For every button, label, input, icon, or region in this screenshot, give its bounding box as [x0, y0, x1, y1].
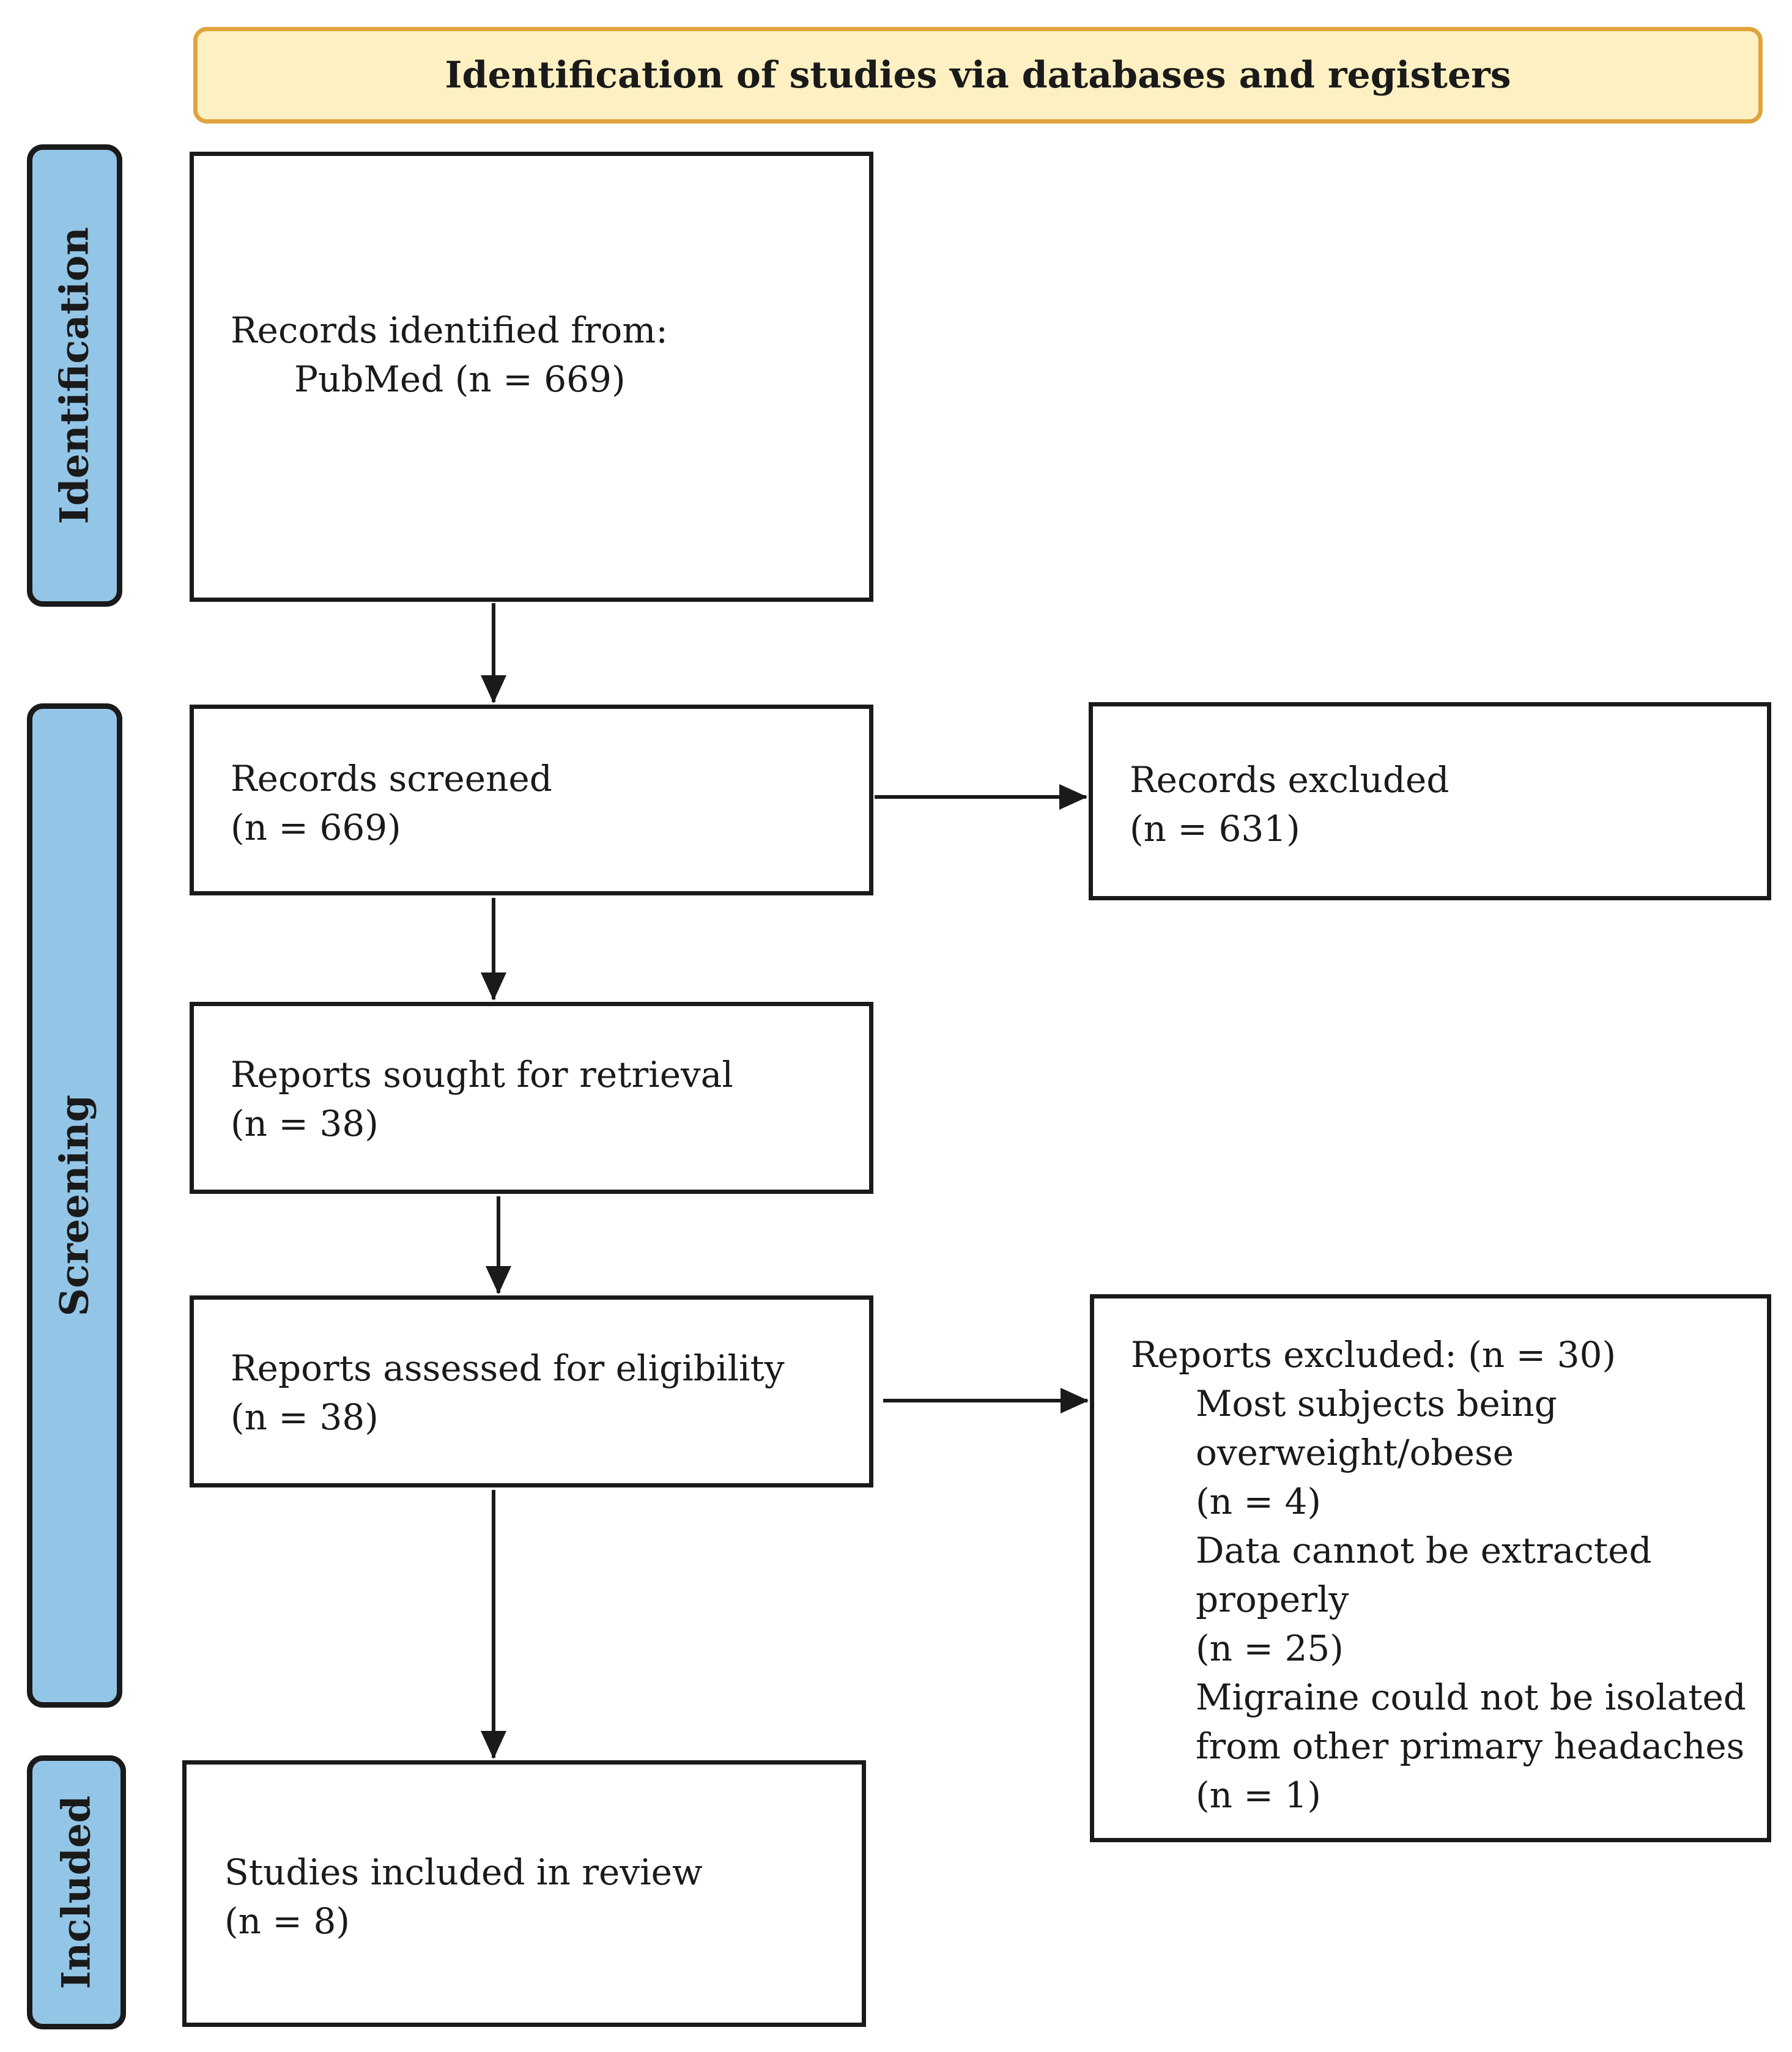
- exclusion-reason-3-line1: Migraine could not be isolated: [1196, 1676, 1746, 1718]
- exclusion-reason-2-line2: properly: [1196, 1579, 1349, 1620]
- header-text: Identification of studies via databases …: [445, 54, 1511, 97]
- phase-identification: Identification: [27, 144, 122, 607]
- phase-screening: Screening: [27, 703, 122, 1708]
- reports-sought-line2: (n = 38): [231, 1103, 379, 1144]
- reports-assessed-box: Reports assessed for eligibility (n = 38…: [190, 1295, 873, 1487]
- records-screened-line1: Records screened: [231, 758, 552, 799]
- exclusion-reason-1-count: (n = 4): [1196, 1481, 1321, 1522]
- reports-assessed-line2: (n = 38): [231, 1396, 379, 1438]
- identification-header: Identification of studies via databases …: [193, 27, 1763, 124]
- exclusion-reason-1-line2: overweight/obese: [1196, 1432, 1514, 1473]
- reports-excluded-title: Reports excluded: (n = 30): [1131, 1334, 1616, 1376]
- studies-included-line2: (n = 8): [224, 1900, 350, 1942]
- records-screened-line2: (n = 669): [231, 807, 401, 848]
- reports-sought-box: Reports sought for retrieval (n = 38): [190, 1002, 873, 1194]
- studies-included-box: Studies included in review (n = 8): [182, 1760, 866, 2027]
- exclusion-reason-2-count: (n = 25): [1196, 1628, 1344, 1669]
- records-identified-line2: PubMed (n = 669): [294, 358, 626, 400]
- exclusion-reason-3-line2: from other primary headaches: [1196, 1725, 1745, 1767]
- records-identified-box: Records identified from: PubMed (n = 669…: [190, 152, 873, 602]
- phase-included: Included: [27, 1755, 126, 2029]
- exclusion-reason-3-count: (n = 1): [1196, 1774, 1321, 1816]
- studies-included-line1: Studies included in review: [224, 1851, 703, 1893]
- records-screened-box: Records screened (n = 669): [190, 705, 873, 895]
- reports-sought-line1: Reports sought for retrieval: [231, 1054, 733, 1095]
- reports-assessed-line1: Reports assessed for eligibility: [231, 1347, 785, 1389]
- exclusion-reason-2-line1: Data cannot be extracted: [1196, 1530, 1652, 1571]
- exclusion-reason-1-line1: Most subjects being: [1196, 1383, 1557, 1424]
- records-excluded-box: Records excluded (n = 631): [1089, 702, 1771, 900]
- records-excluded-line1: Records excluded: [1130, 759, 1450, 801]
- records-excluded-line2: (n = 631): [1130, 808, 1300, 850]
- records-identified-line1: Records identified from:: [231, 309, 668, 351]
- reports-excluded-box: Reports excluded: (n = 30) Most subjects…: [1090, 1294, 1771, 1842]
